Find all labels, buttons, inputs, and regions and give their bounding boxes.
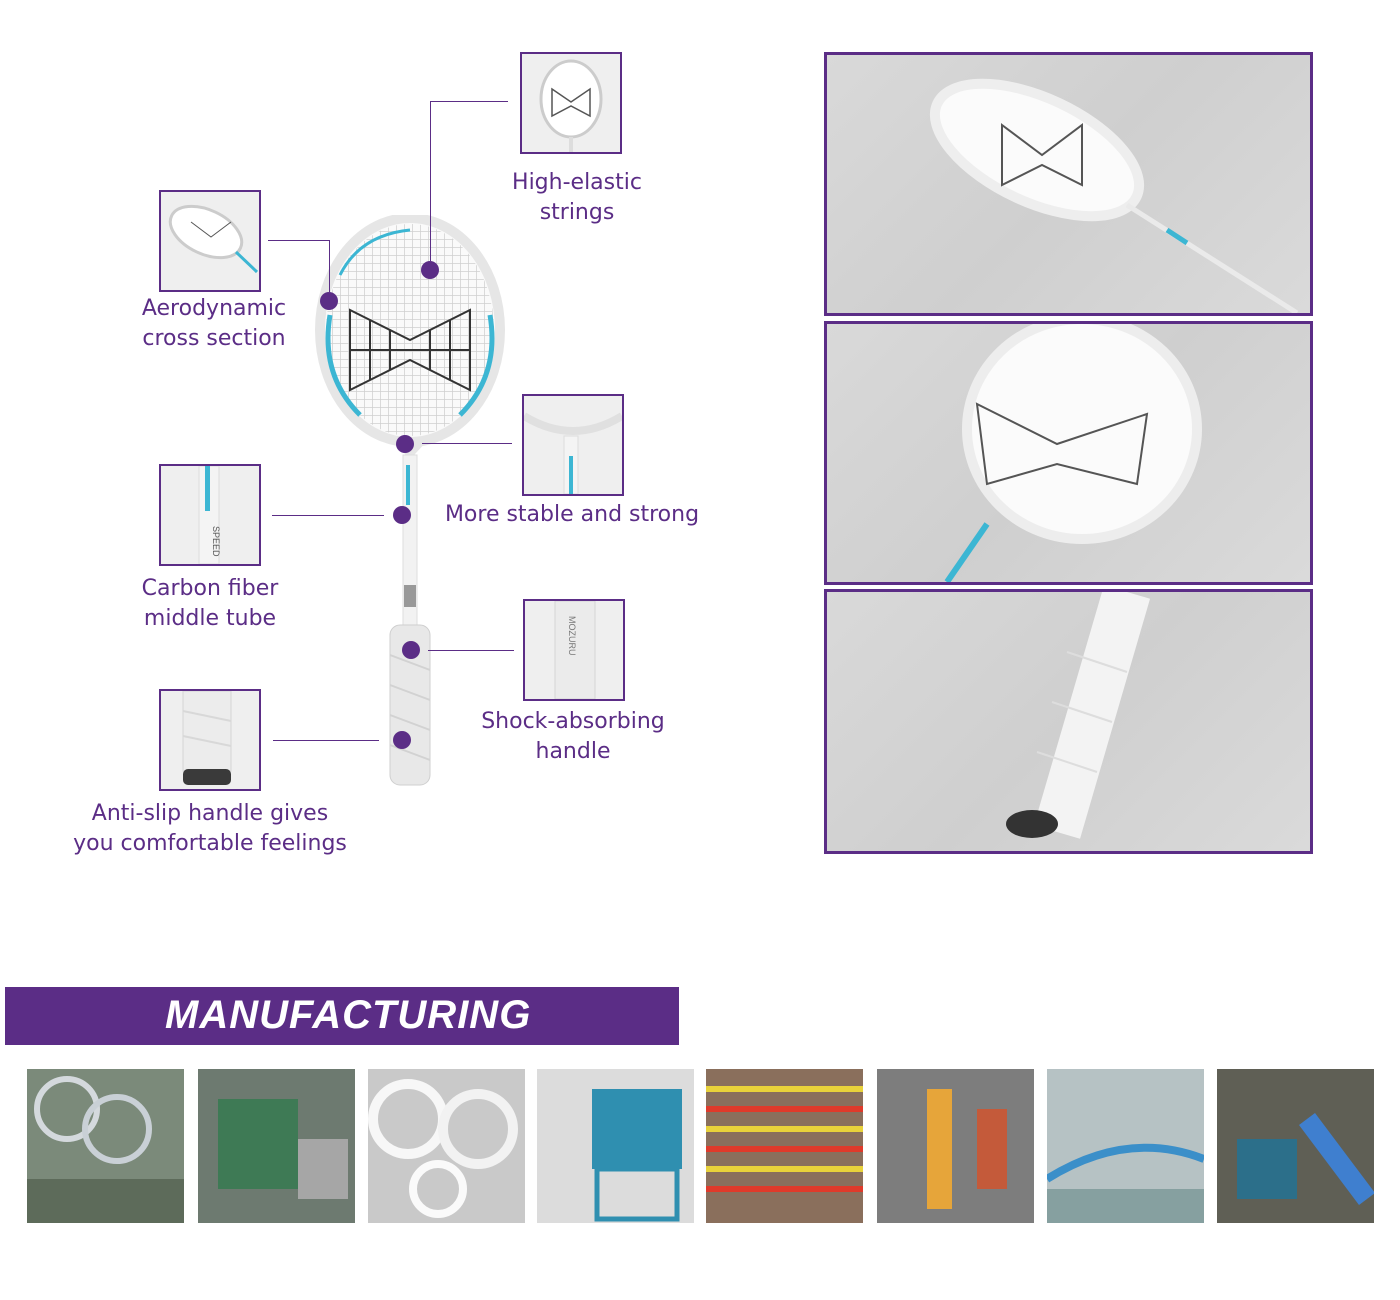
- manufacturing-photo-5: [706, 1069, 863, 1223]
- manufacturing-title: MANUFACTURING: [165, 993, 532, 1037]
- stable-strong-dot: [396, 435, 414, 453]
- anti-slip-dot: [393, 731, 411, 749]
- carbon-fiber-leader: [272, 515, 384, 516]
- high-elastic-strings-label: High-elastic strings: [512, 170, 642, 225]
- aerodynamic-thumbnail: [159, 190, 261, 292]
- aerodynamic-dot: [320, 292, 338, 310]
- anti-slip-thumbnail: [159, 689, 261, 791]
- stable-strong-thumbnail: [522, 394, 624, 496]
- handle-photo: [824, 589, 1313, 854]
- high-elastic-leader-h: [430, 101, 508, 102]
- handle-logo-text: MOZURU: [567, 616, 577, 656]
- shock-absorbing-label: Shock-absorbing handle: [481, 709, 665, 764]
- carbon-fiber-label: Carbon fiber middle tube: [141, 576, 279, 631]
- carbon-fiber-dot: [393, 506, 411, 524]
- manufacturing-photo-8: [1217, 1069, 1374, 1223]
- stable-strong-label: More stable and strong: [444, 502, 700, 527]
- shock-absorbing-leader: [428, 650, 514, 651]
- manufacturing-photo-1: [27, 1069, 184, 1223]
- manufacturing-photo-3: [368, 1069, 525, 1223]
- stable-strong-leader: [422, 443, 512, 444]
- anti-slip-label: Anti-slip handle gives you comfortable f…: [73, 801, 347, 856]
- high-elastic-strings-thumbnail: [520, 52, 622, 154]
- shock-absorbing-dot: [402, 641, 420, 659]
- shaft-text: SPEED: [211, 526, 221, 557]
- manufacturing-photo-6: [877, 1069, 1034, 1223]
- manufacturing-photo-7: [1047, 1069, 1204, 1223]
- high-elastic-leader-v: [430, 101, 431, 261]
- shock-absorbing-thumbnail: MOZURU: [523, 599, 625, 701]
- racket-head-photo-1: [824, 52, 1313, 316]
- carbon-fiber-thumbnail: SPEED: [159, 464, 261, 566]
- high-elastic-dot: [421, 261, 439, 279]
- anti-slip-leader: [273, 740, 379, 741]
- manufacturing-photo-4: [537, 1069, 694, 1223]
- aerodynamic-label: Aerodynamic cross section: [141, 296, 287, 351]
- aerodynamic-leader-h: [268, 240, 330, 241]
- manufacturing-banner: MANUFACTURING: [5, 987, 679, 1045]
- aerodynamic-leader-v: [329, 240, 330, 292]
- racket-head-photo-2: [824, 321, 1313, 585]
- manufacturing-photo-2: [198, 1069, 355, 1223]
